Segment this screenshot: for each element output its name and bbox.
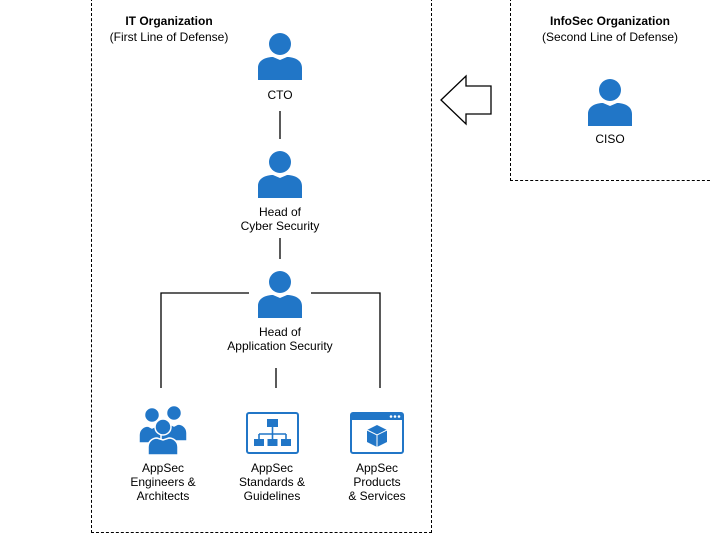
infosec-organization-boundary xyxy=(510,0,712,181)
head-application-security-label-line1: Head of xyxy=(258,325,302,339)
user-icon xyxy=(258,151,302,198)
products-label-line1: AppSec xyxy=(355,461,399,475)
appsec-to-products-line xyxy=(311,292,381,388)
engineers-label-line2: Engineers & xyxy=(130,475,196,489)
standards-label-line1: AppSec xyxy=(250,461,294,475)
infosec-organization-subtitle: (Second Line of Defense) xyxy=(541,30,679,44)
cto-label: CTO xyxy=(267,88,293,102)
it-organization-title: IT Organization xyxy=(125,14,213,28)
ciso-label: CISO xyxy=(595,132,625,146)
head-application-security-label-line2: Application Security xyxy=(227,339,333,353)
products-label-line3: & Services xyxy=(348,489,406,503)
app-window-cube-icon xyxy=(350,412,404,454)
it-organization-subtitle: (First Line of Defense) xyxy=(109,30,229,44)
user-icon xyxy=(258,33,302,80)
engineers-label-line3: Architects xyxy=(136,489,190,503)
org-chart-icon xyxy=(246,412,299,454)
user-group-icon xyxy=(138,404,188,455)
standards-label-line2: Standards & xyxy=(238,475,306,489)
products-label-line2: Products xyxy=(353,475,401,489)
reporting-arrow-icon xyxy=(440,74,492,126)
user-icon xyxy=(588,79,632,126)
head-cyber-security-label-line1: Head of xyxy=(258,205,302,219)
appsec-to-engineers-line xyxy=(160,292,249,388)
head-cyber-security-label-line2: Cyber Security xyxy=(240,219,320,233)
infosec-organization-title: InfoSec Organization xyxy=(549,14,670,28)
engineers-label-line1: AppSec xyxy=(141,461,185,475)
user-icon xyxy=(258,271,302,318)
standards-label-line3: Guidelines xyxy=(243,489,301,503)
